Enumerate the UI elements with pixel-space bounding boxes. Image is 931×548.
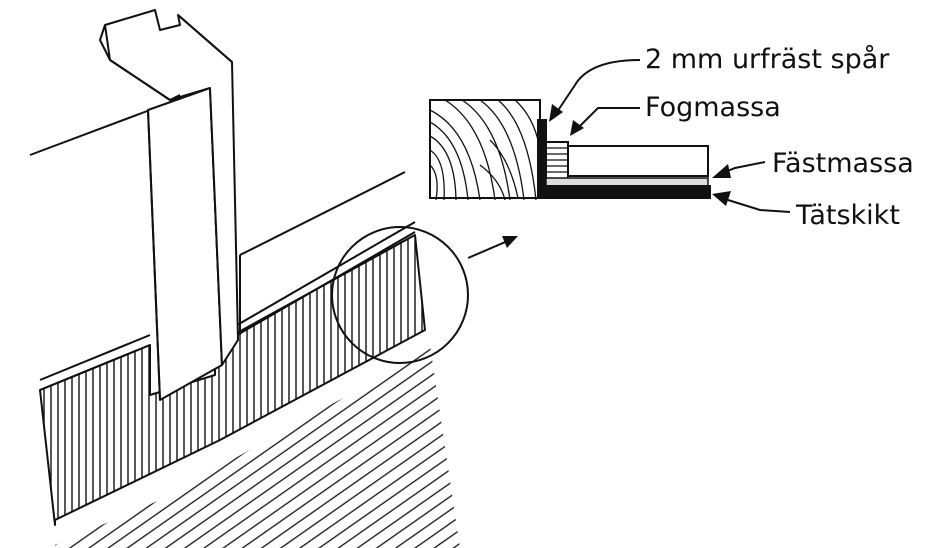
detail-magnifier-circle — [331, 226, 469, 364]
wood-block — [429, 99, 541, 199]
label-adhesive: Fästmassa — [772, 148, 914, 179]
leader-lines — [549, 59, 791, 213]
floor-surface — [55, 345, 460, 548]
tile-layer — [567, 145, 709, 177]
door-post — [147, 87, 223, 401]
label-membrane: Tätskikt — [795, 200, 900, 231]
skirting-board — [39, 234, 426, 526]
label-groove: 2 mm urfräst spår — [645, 44, 890, 75]
perspective-view — [29, 9, 518, 548]
adhesive-layer — [545, 177, 709, 187]
label-sealant: Fogmassa — [645, 92, 781, 123]
cross-section-detail — [429, 99, 711, 200]
membrane-layer — [537, 185, 711, 199]
